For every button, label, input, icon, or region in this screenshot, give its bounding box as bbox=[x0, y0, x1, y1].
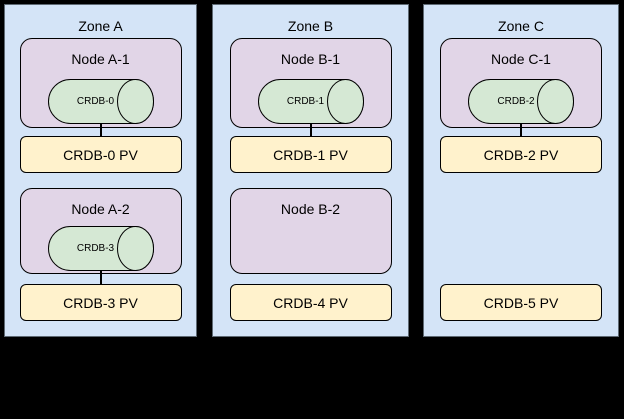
pod-crdb-0-cylinder: CRDB-0 bbox=[47, 79, 154, 124]
zone-a-title: Zone A bbox=[78, 18, 123, 34]
zone-b: Zone B Node B-1 CRDB-1 CRDB-1 PV Node B-… bbox=[212, 4, 409, 337]
node-b-1-label: Node B-1 bbox=[280, 51, 341, 67]
pod-crdb-2-cylinder: CRDB-2 bbox=[468, 79, 574, 124]
pod-crdb-3-label: CRDB-3 bbox=[76, 243, 115, 254]
node-b-1: Node B-1 CRDB-1 bbox=[229, 38, 392, 128]
cylinder-icon bbox=[257, 79, 364, 124]
node-c-1-label: Node C-1 bbox=[491, 51, 551, 67]
cylinder-icon bbox=[47, 226, 154, 271]
node-a-2-label: Node A-2 bbox=[71, 201, 130, 217]
connector-crdb-0-pv bbox=[99, 123, 102, 137]
connector-crdb-1-pv bbox=[309, 123, 312, 137]
pv-crdb-1: CRDB-1 PV bbox=[229, 136, 392, 173]
zone-c: Zone C Node C-1 CRDB-2 CRDB-2 PV CRDB-5 … bbox=[423, 4, 619, 337]
pv-crdb-4: CRDB-4 PV bbox=[229, 284, 392, 321]
pv-crdb-0: CRDB-0 PV bbox=[19, 136, 182, 173]
cylinder-icon bbox=[468, 79, 574, 124]
node-a-2: Node A-2 CRDB-3 bbox=[19, 188, 182, 274]
node-b-2-label: Node B-2 bbox=[280, 201, 341, 217]
pv-crdb-3: CRDB-3 PV bbox=[19, 284, 182, 321]
pod-crdb-2-label: CRDB-2 bbox=[497, 96, 535, 107]
pod-crdb-1-label: CRDB-1 bbox=[286, 96, 325, 107]
pv-crdb-5: CRDB-5 PV bbox=[440, 284, 602, 321]
connector-crdb-2-pv bbox=[520, 123, 522, 137]
pod-crdb-1-cylinder: CRDB-1 bbox=[257, 79, 364, 124]
zone-c-title: Zone C bbox=[498, 18, 544, 34]
cylinder-icon bbox=[47, 79, 154, 124]
node-b-2: Node B-2 bbox=[229, 188, 392, 274]
zone-a: Zone A Node A-1 CRDB-0 CRDB-0 PV Node A-… bbox=[4, 4, 197, 337]
pod-crdb-3-cylinder: CRDB-3 bbox=[47, 226, 154, 271]
pv-crdb-2: CRDB-2 PV bbox=[440, 136, 602, 173]
node-c-1: Node C-1 CRDB-2 bbox=[440, 38, 602, 128]
node-a-1: Node A-1 CRDB-0 bbox=[19, 38, 182, 128]
zone-b-title: Zone B bbox=[287, 18, 334, 34]
connector-crdb-3-pv bbox=[99, 270, 102, 285]
node-a-1-label: Node A-1 bbox=[71, 51, 130, 67]
pod-crdb-0-label: CRDB-0 bbox=[76, 96, 115, 107]
